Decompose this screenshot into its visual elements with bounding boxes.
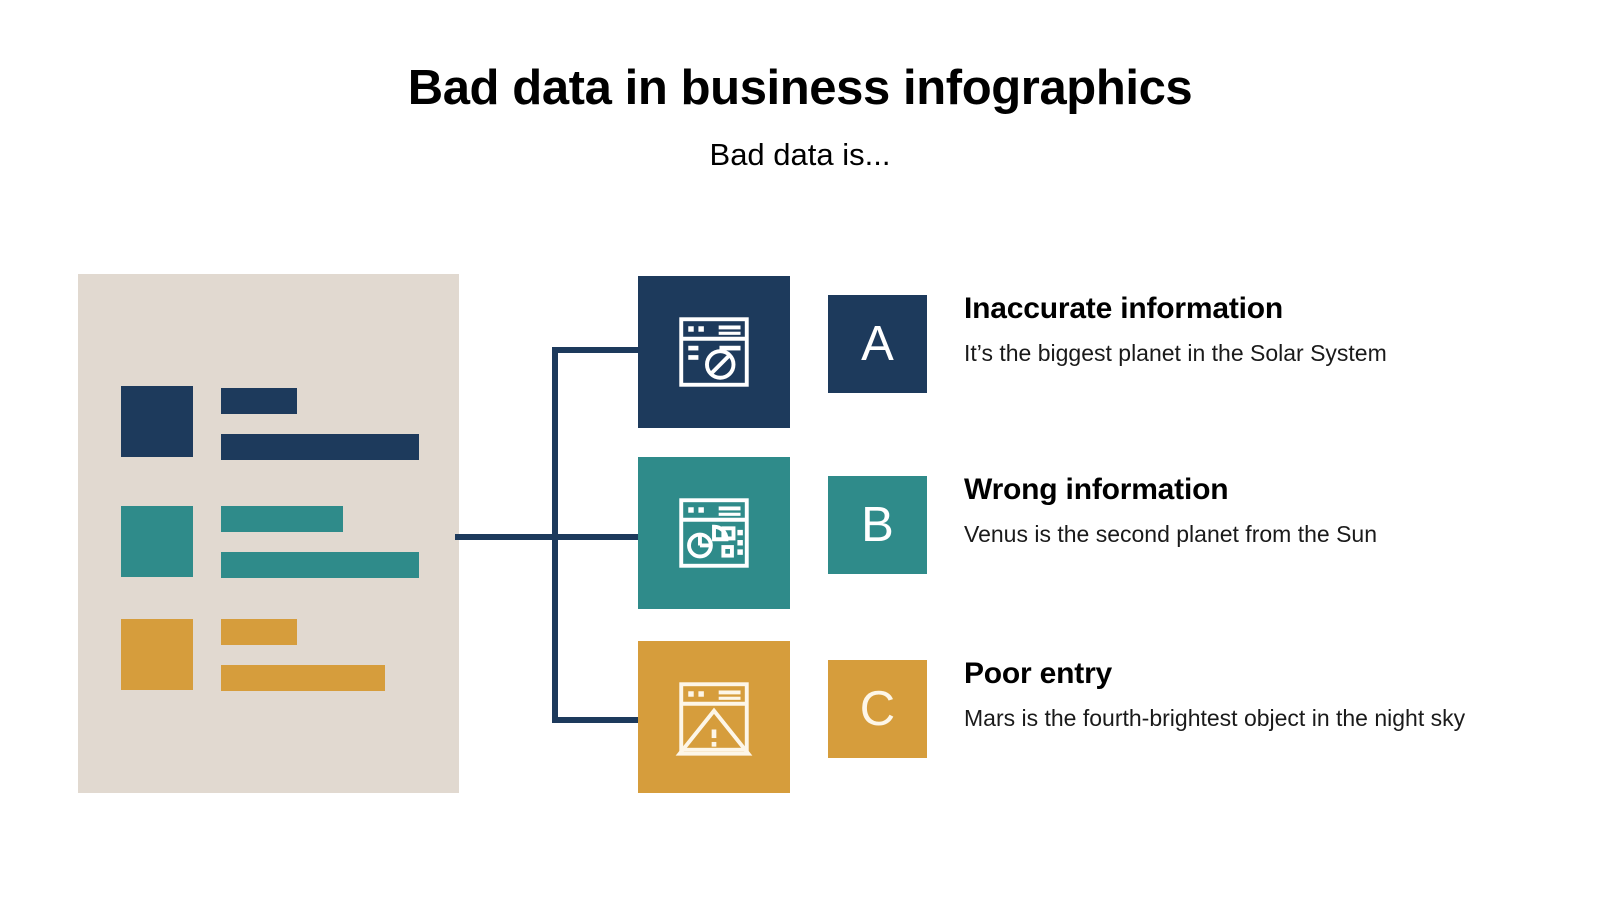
icon-tile-a[interactable]: [638, 276, 790, 428]
connector-bracket: [455, 347, 640, 723]
letter-badge-b: B: [828, 476, 927, 574]
document-mockup-panel: [78, 274, 459, 793]
list-item[interactable]: C Poor entry Mars is the fourth-brightes…: [638, 641, 1498, 793]
item-heading: Inaccurate information: [964, 292, 1283, 325]
document-row-square: [121, 506, 193, 577]
document-row: [121, 619, 431, 691]
browser-window-blocked-icon: [679, 317, 749, 387]
item-description: Venus is the second planet from the Sun: [964, 520, 1377, 547]
item-text-block-c: Poor entry Mars is the fourth-brightest …: [964, 657, 1494, 734]
page-subtitle: Bad data is...: [709, 136, 891, 172]
item-text-block-b: Wrong information Venus is the second pl…: [964, 473, 1494, 550]
letter-badge-label: B: [861, 497, 894, 552]
list-item[interactable]: A Inaccurate information It’s the bigges…: [638, 276, 1498, 428]
letter-badge-label: A: [861, 316, 894, 371]
document-row-bar-short: [221, 388, 297, 414]
item-description: Mars is the fourth-brightest object in t…: [964, 704, 1466, 731]
item-text-block-a: Inaccurate information It’s the biggest …: [964, 292, 1494, 369]
item-description: It’s the biggest planet in the Solar Sys…: [964, 339, 1387, 366]
document-row-square: [121, 386, 193, 457]
document-row-square: [121, 619, 193, 690]
document-row: [121, 506, 431, 578]
item-heading: Wrong information: [964, 473, 1229, 506]
browser-window-chart-icon: [679, 498, 749, 568]
item-heading: Poor entry: [964, 657, 1113, 690]
icon-tile-b[interactable]: [638, 457, 790, 609]
document-row-bar-short: [221, 506, 343, 532]
letter-badge-c: C: [828, 660, 927, 758]
letter-badge-a: A: [828, 295, 927, 393]
document-row-bar-long: [221, 434, 419, 460]
browser-window-warning-icon: [675, 682, 753, 756]
header: Bad data in business infographics Bad da…: [0, 0, 1600, 172]
icon-tile-c[interactable]: [638, 641, 790, 793]
list-item[interactable]: B Wrong information Venus is the second …: [638, 457, 1498, 609]
page-title: Bad data in business infographics: [407, 61, 1193, 115]
document-row-bar-long: [221, 665, 385, 691]
document-row: [121, 386, 431, 460]
letter-badge-label: C: [859, 681, 896, 736]
document-row-bar-short: [221, 619, 297, 645]
document-row-bar-long: [221, 552, 419, 578]
